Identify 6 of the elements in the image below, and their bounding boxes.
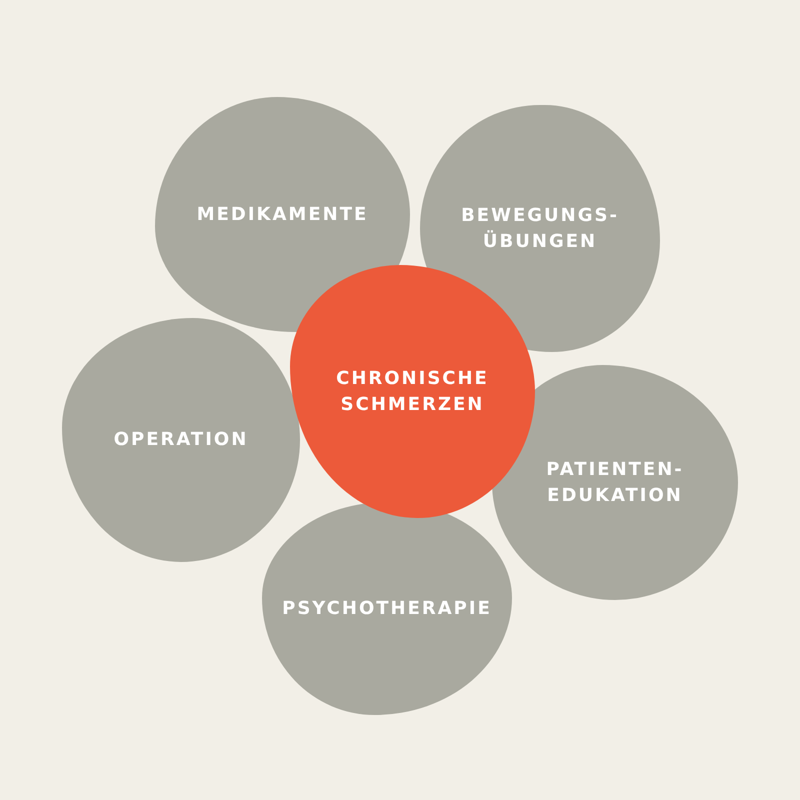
blob-label: BEWEGUNGS- ÜBUNGEN xyxy=(460,204,620,254)
blob-label: MEDIKAMENTE xyxy=(196,202,368,227)
blob-label: CHRONISCHE SCHMERZEN xyxy=(335,367,490,416)
blob-label: PATIENTEN- EDUKATION xyxy=(545,458,685,508)
blob-label: PSYCHOTHERAPIE xyxy=(282,596,492,621)
blob-label: OPERATION xyxy=(114,428,248,452)
